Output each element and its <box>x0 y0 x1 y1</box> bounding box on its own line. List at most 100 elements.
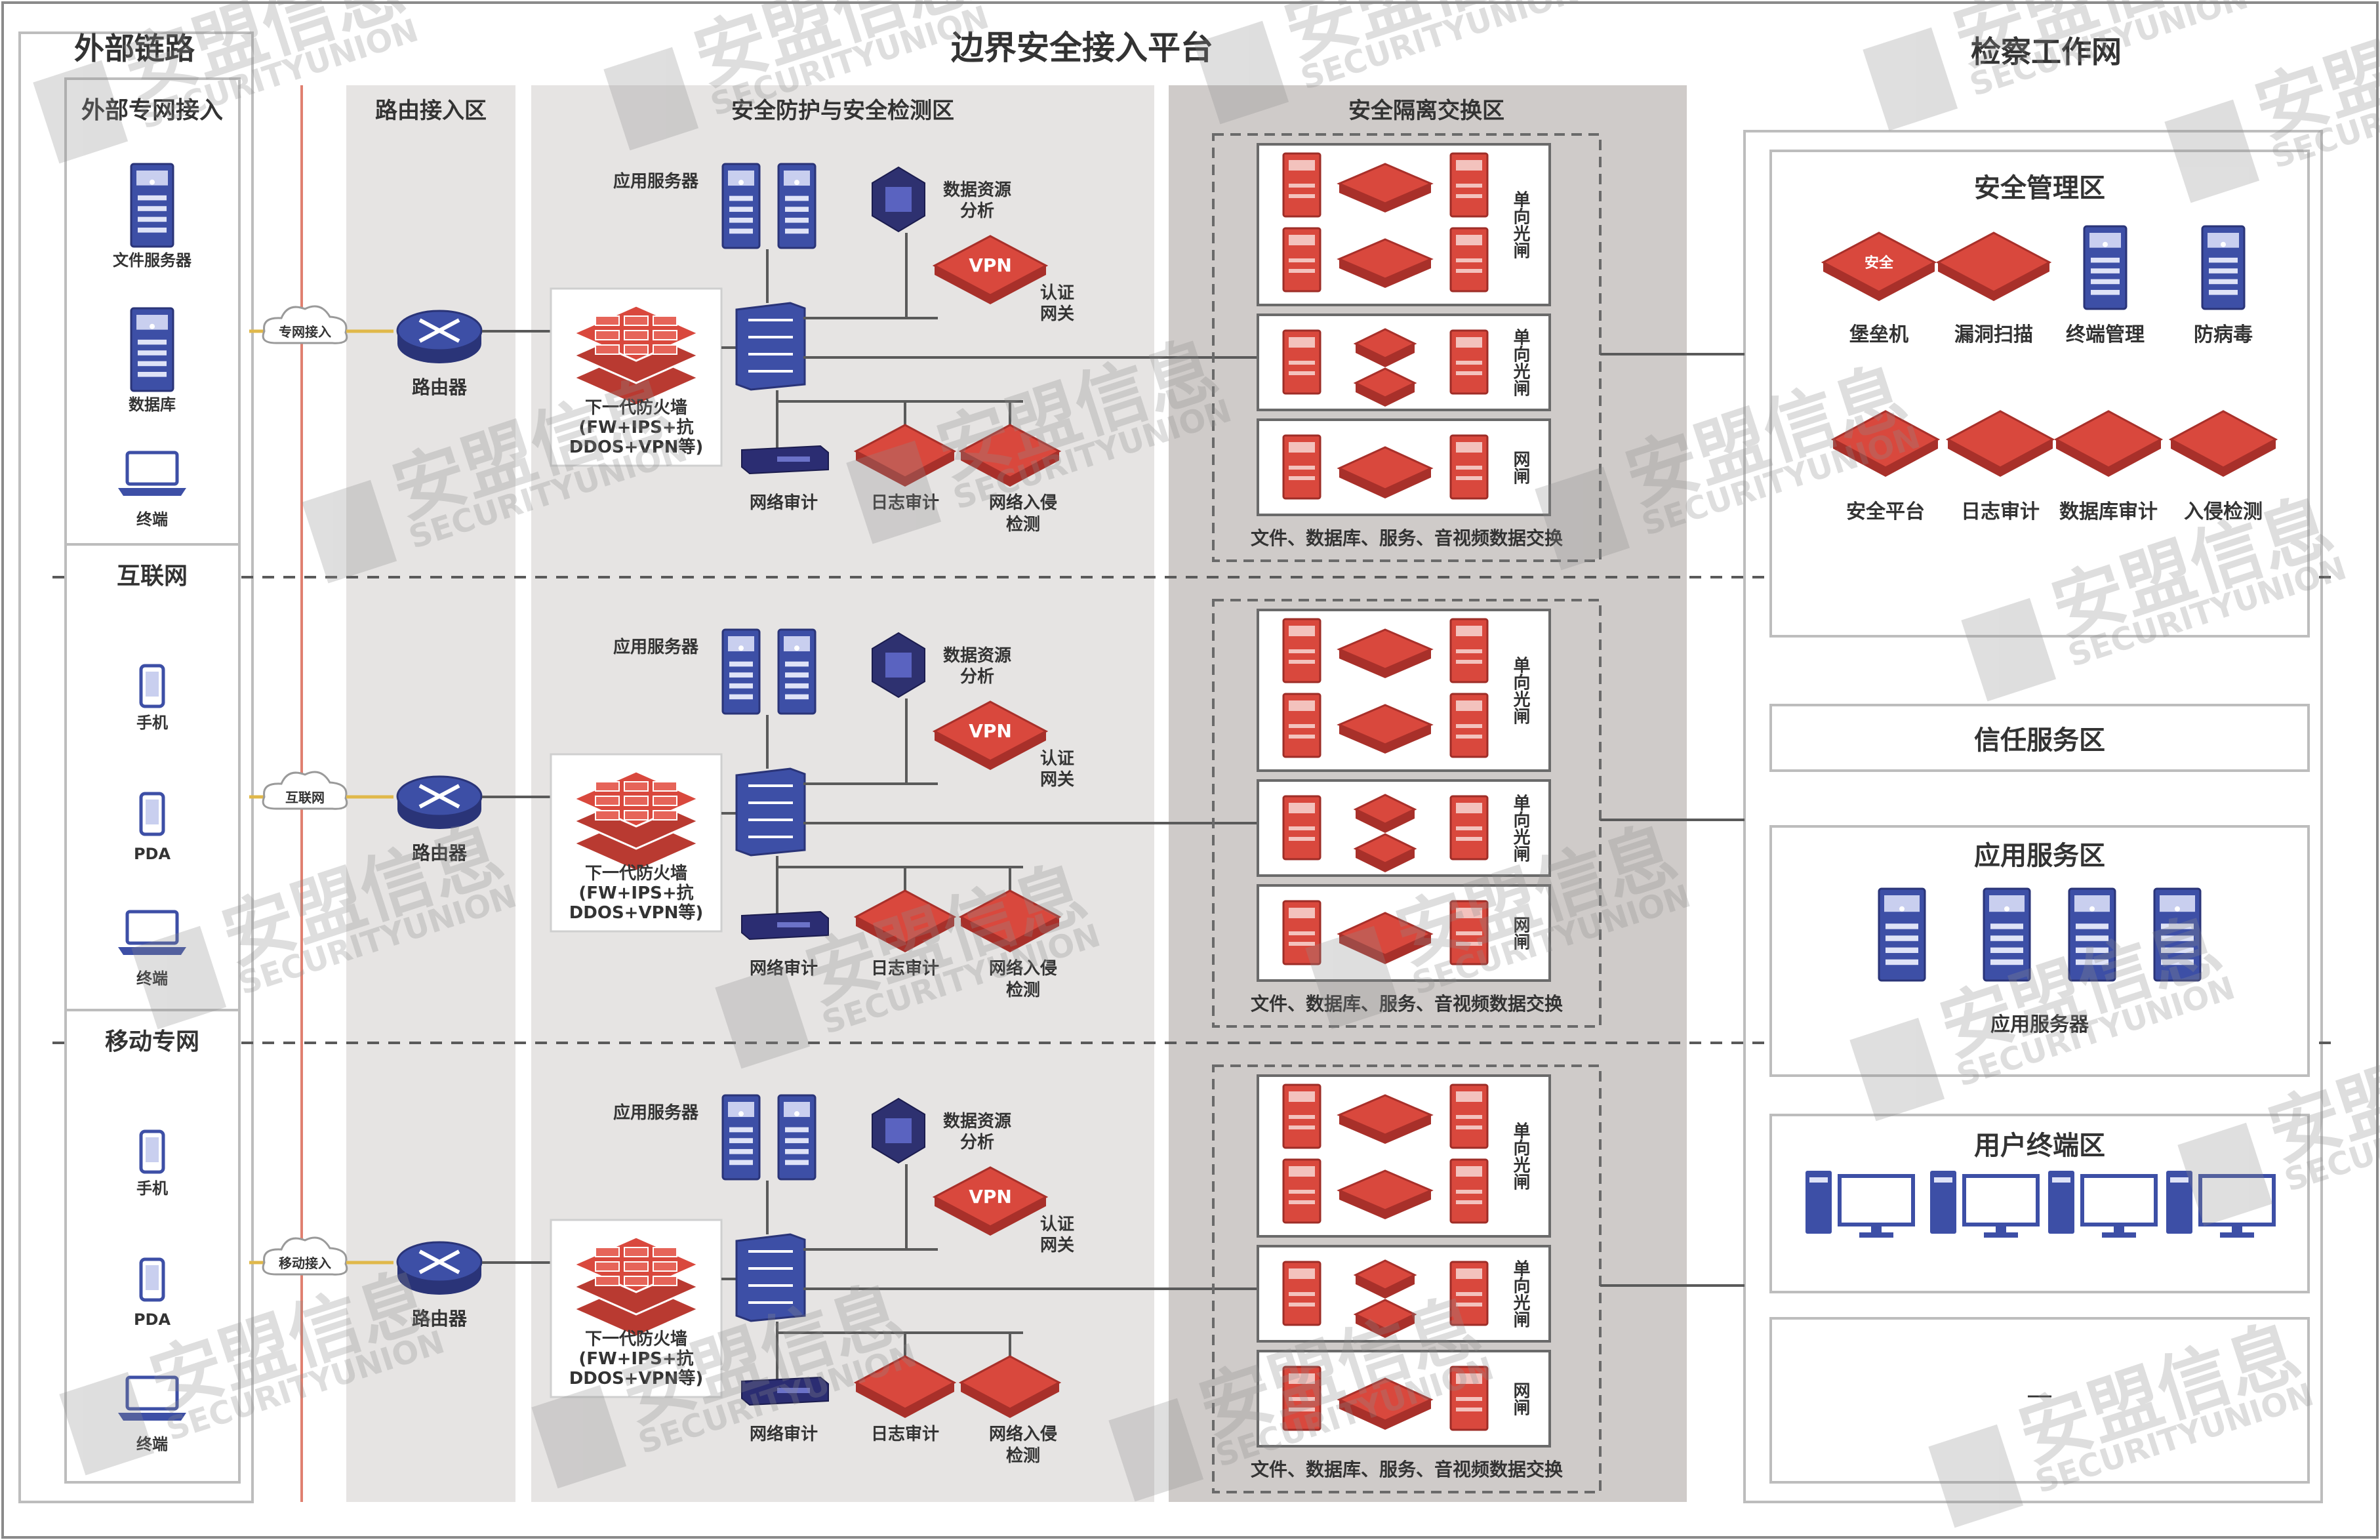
firewall-brick <box>624 796 649 806</box>
server-slot <box>1886 947 1918 953</box>
pc-tower <box>2166 1171 2192 1234</box>
isolation-block-label: 网闸 <box>1510 1382 1530 1416</box>
server-slot <box>1289 826 1315 830</box>
device-label: 数据库 <box>129 395 176 414</box>
watermark-logo <box>1961 598 2057 702</box>
server-slot <box>2091 290 2120 295</box>
server-led <box>2089 906 2095 912</box>
antivirus-icon <box>2201 225 2246 310</box>
server-slot <box>1456 1303 1482 1307</box>
server-slot <box>785 1160 809 1165</box>
device-label: 文件服务器 <box>113 251 192 270</box>
auth-gateway-label: 网关 <box>1040 770 1074 790</box>
ids-label: 网络入侵 <box>989 1424 1057 1444</box>
server-led <box>2221 241 2226 247</box>
server-slot <box>1456 194 1482 198</box>
one-way-gap-icon <box>1337 704 1434 754</box>
one-way-gap-icon <box>1337 628 1434 678</box>
server-slot <box>2091 257 2120 263</box>
server-slot <box>785 661 809 667</box>
watermark-logo <box>131 925 227 1030</box>
ids-icon <box>958 889 1062 952</box>
platform-title: 边界安全接入平台 <box>951 29 1213 67</box>
pc-stand <box>1996 1225 2006 1234</box>
other-zone <box>1769 1317 2310 1484</box>
app-server-label: 应用服务器 <box>613 171 699 192</box>
auth-gateway-label: 认证 <box>1040 1215 1074 1234</box>
mgmt-security-icon <box>1945 410 2055 477</box>
pc-tower <box>1930 1171 1956 1234</box>
device-label: PDA <box>134 845 171 863</box>
watermark-logo <box>1108 1398 1204 1502</box>
isolation-server-icon <box>1449 1158 1489 1224</box>
server-slot <box>1456 1200 1482 1204</box>
firewall-brick <box>653 315 677 326</box>
server-panel <box>1289 700 1315 711</box>
server-slot <box>2076 935 2108 941</box>
server-panel <box>1456 626 1482 636</box>
isolation-group-frame <box>1212 133 1602 562</box>
server-panel <box>1456 1373 1482 1384</box>
firewall-icon <box>571 770 701 872</box>
audit-panel <box>777 456 810 462</box>
app-server-icon <box>721 163 761 249</box>
ids-label: 网络入侵 <box>989 493 1057 513</box>
vpn-gateway-icon <box>932 700 1049 770</box>
server-panel <box>728 636 754 652</box>
shield-screen <box>885 653 912 678</box>
server-slot <box>2091 268 2120 274</box>
laptop-base <box>118 1413 186 1421</box>
cloud-icon: 专网接入 <box>262 305 348 344</box>
log-audit-label: 日志审计 <box>871 958 939 979</box>
router-arrows <box>418 1249 460 1274</box>
server-slot <box>729 1138 753 1143</box>
server-slot <box>1886 923 1918 929</box>
switch-body <box>735 302 806 391</box>
diamond-side <box>1356 849 1415 872</box>
mgmt-device-label: 堡垒机 <box>1849 323 1908 346</box>
server-slot <box>2091 279 2120 285</box>
server-slot <box>1456 1115 1482 1119</box>
server-slot <box>1289 724 1315 728</box>
protect-zone-title: 安全防护与安全检测区 <box>731 98 954 124</box>
server-panel <box>728 1102 754 1118</box>
watermark-logo <box>2164 99 2260 203</box>
diamond-side <box>935 731 1046 770</box>
server-slot <box>2076 947 2108 953</box>
isolation-server-icon <box>1282 795 1321 861</box>
server-slot <box>1456 724 1482 728</box>
server-slot <box>1289 361 1315 365</box>
router-arrows <box>418 318 460 343</box>
server-led <box>1899 906 1905 912</box>
server-led <box>738 1111 744 1117</box>
data-analysis-icon <box>872 1097 925 1164</box>
app-zone-server-icon <box>1983 887 2031 982</box>
server-slot <box>2209 290 2238 295</box>
diamond-side <box>856 1383 954 1418</box>
shield-screen <box>885 187 912 212</box>
server-slot <box>1456 1397 1482 1401</box>
server-panel <box>136 315 168 330</box>
isolation-caption: 文件、数据库、服务、音视频数据交换 <box>1251 527 1563 549</box>
pc-drive <box>1809 1177 1828 1183</box>
server-slot <box>1456 942 1482 946</box>
app-server-icon <box>777 1094 817 1181</box>
app-zone-title: 应用服务区 <box>1974 841 2105 871</box>
mgmt-device-label: 入侵检测 <box>2184 500 2263 523</box>
server-slot <box>1289 1292 1315 1296</box>
router-label: 路由器 <box>412 376 468 398</box>
server-slot <box>1990 947 2023 953</box>
gatekeeper-icon <box>1337 1377 1434 1430</box>
routing-zone-title: 路由接入区 <box>375 98 487 124</box>
trust-zone-title: 信任服务区 <box>1974 725 2105 756</box>
app-server-icon <box>777 628 817 715</box>
cloud-shape <box>262 305 348 344</box>
mgmt-device-label: 数据库审计 <box>2059 500 2158 523</box>
firewall-brick <box>653 344 677 355</box>
server-slot <box>1289 476 1315 480</box>
firewall-brick <box>653 781 677 792</box>
server-led <box>738 180 744 186</box>
isolation-server-icon <box>1282 693 1321 758</box>
server-slot <box>1289 258 1315 262</box>
